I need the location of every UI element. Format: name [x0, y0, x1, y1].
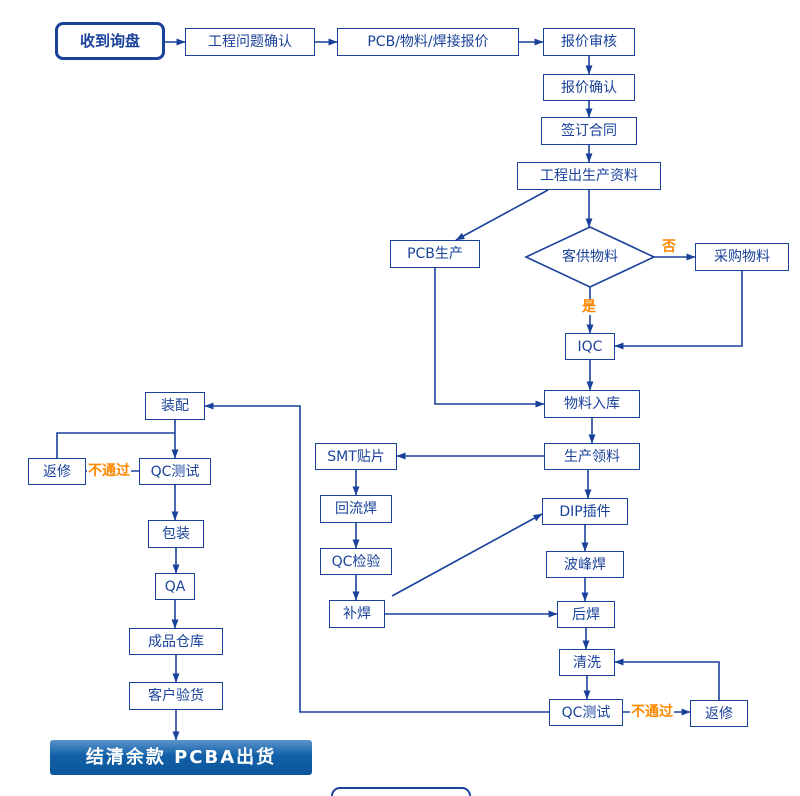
edge-pcb-storage: [434, 268, 545, 408]
node-quote-confirm: 报价确认: [543, 74, 635, 101]
node-material-storage: 物料入库: [544, 390, 640, 418]
label-yes: 是: [581, 299, 597, 316]
node-wave-soldering: 波峰焊: [546, 551, 624, 578]
node-assembly: 装配: [145, 392, 205, 420]
node-reflow: 回流焊: [320, 495, 392, 523]
node-qc-test-left: QC测试: [139, 458, 211, 485]
label-fail-right: 不通过: [630, 704, 674, 721]
node-quote-review: 报价审核: [543, 28, 635, 56]
edge-purchase-iqc: [614, 271, 743, 350]
node-rework-right: 返修: [690, 700, 748, 727]
label-no: 否: [661, 239, 677, 256]
node-cleaning: 清洗: [559, 649, 615, 676]
node-post-soldering: 后焊: [557, 601, 615, 628]
node-dip: DIP插件: [542, 498, 628, 525]
edge-rework-cleaning: [614, 658, 720, 700]
node-smt: SMT贴片: [315, 443, 397, 470]
label-fail-left: 不通过: [87, 463, 131, 480]
node-iqc: IQC: [565, 333, 615, 360]
edge-proddata-pcb: [455, 189, 549, 241]
node-quotation: PCB/物料/焊接报价: [337, 28, 519, 56]
node-rework-left: 返修: [28, 458, 86, 485]
decision-customer-material-shape: [524, 226, 656, 288]
node-receive-inquiry: 收到询盘: [55, 22, 165, 60]
edge-qctest-assembly: [204, 402, 549, 713]
node-production-picking: 生产领料: [544, 443, 640, 470]
node-customer-check: 客户验货: [129, 682, 223, 710]
edge-rework-assembly: [56, 432, 175, 458]
node-engineering-confirm: 工程问题确认: [185, 28, 315, 56]
node-production-data: 工程出生产资料: [517, 162, 661, 190]
decision-customer-material: 客供物料: [562, 249, 618, 265]
node-packaging: 包装: [148, 520, 204, 548]
node-purchase-material: 采购物料: [695, 243, 789, 271]
node-qa: QA: [155, 573, 195, 600]
node-pcb-production: PCB生产: [390, 240, 480, 268]
node-qc-inspection: QC检验: [320, 548, 392, 575]
node-touch-up: 补焊: [329, 600, 385, 628]
edge-touchup-dip: [391, 513, 543, 597]
bottom-capsule: [331, 787, 471, 796]
node-finished-warehouse: 成品仓库: [129, 628, 223, 655]
node-sign-contract: 签订合同: [541, 117, 637, 145]
node-qc-test-right: QC测试: [549, 699, 623, 726]
node-final-shipment: 结清余款 PCBA出货: [50, 740, 312, 775]
